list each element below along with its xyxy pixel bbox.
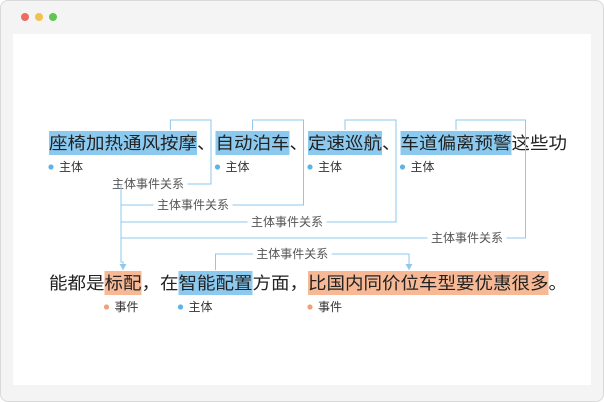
relation-label[interactable]: 主体事件关系 — [256, 247, 328, 261]
entity-type-label: 主体 — [226, 160, 250, 174]
relation-label-bg — [153, 197, 233, 213]
entity-span[interactable]: 标配 — [105, 274, 142, 294]
entity-highlight — [308, 271, 549, 295]
entity-span[interactable]: 座椅加热通风按摩 — [49, 134, 197, 154]
event-dot — [307, 304, 313, 310]
entity-highlight — [178, 271, 253, 295]
subject-dot — [307, 164, 313, 170]
entity-span[interactable]: 智能配置 — [179, 274, 253, 294]
entity-span[interactable]: 比国内同价位车型要优惠很多 — [308, 274, 549, 294]
subject-dot — [214, 164, 221, 170]
relation-label[interactable]: 主体事件关系 — [251, 215, 323, 229]
entity-type-label: 事件 — [115, 300, 139, 314]
entity-type-label: 主体 — [318, 160, 342, 174]
entity-type-label: 事件 — [318, 300, 342, 314]
relation-label-bg — [247, 214, 327, 230]
close-button[interactable] — [21, 13, 29, 21]
subject-dot — [399, 164, 406, 170]
arrow-head — [119, 264, 127, 270]
sentence-text: 、 — [382, 134, 401, 154]
relation-label-bg — [427, 230, 507, 246]
entity-type-label: 主体 — [189, 300, 213, 314]
sentence-text: 、 — [290, 134, 309, 154]
annotation-svg: 座椅加热通风按摩主体、自动泊车主体、定速巡航主体、车道偏离预警主体这些功能都是标… — [48, 119, 568, 314]
relation-label[interactable]: 主体事件关系 — [112, 177, 184, 191]
entity-type-label: 主体 — [411, 160, 435, 174]
relation-arc — [121, 119, 526, 239]
zoom-button[interactable] — [49, 13, 57, 21]
entity-highlight — [49, 131, 197, 155]
sentence-text: 、 — [197, 134, 216, 154]
entity-span[interactable]: 定速巡航 — [308, 134, 382, 154]
relation-label[interactable]: 主体事件关系 — [431, 231, 503, 245]
entity-highlight — [400, 131, 512, 155]
annotation-canvas: 座椅加热通风按摩主体、自动泊车主体、定速巡航主体、车道偏离预警主体这些功能都是标… — [13, 34, 591, 385]
subject-dot — [177, 304, 184, 310]
sentence-text: 方面， — [253, 274, 309, 294]
minimize-button[interactable] — [35, 13, 43, 21]
subject-dot — [48, 164, 54, 170]
sentence-text: 这些功 — [512, 134, 568, 154]
relation-label-bg — [252, 246, 332, 262]
entity-span[interactable]: 车道偏离预警 — [401, 134, 512, 154]
entity-highlight — [104, 271, 142, 295]
arrow-head — [405, 264, 413, 270]
relation-arc — [120, 184, 124, 270]
entity-highlight — [308, 131, 382, 155]
sentence-text: ，在 — [142, 274, 179, 294]
relation-label[interactable]: 主体事件关系 — [157, 198, 229, 212]
relation-arc — [121, 119, 304, 206]
entity-highlight — [215, 131, 290, 155]
sentence-text: 能都是 — [49, 274, 105, 294]
relation-label-bg — [108, 176, 188, 192]
entity-type-label: 主体 — [59, 160, 83, 174]
event-dot — [103, 304, 110, 310]
sentence-text: 。 — [549, 274, 568, 294]
entity-span[interactable]: 自动泊车 — [216, 134, 290, 154]
title-bar — [1, 1, 603, 31]
